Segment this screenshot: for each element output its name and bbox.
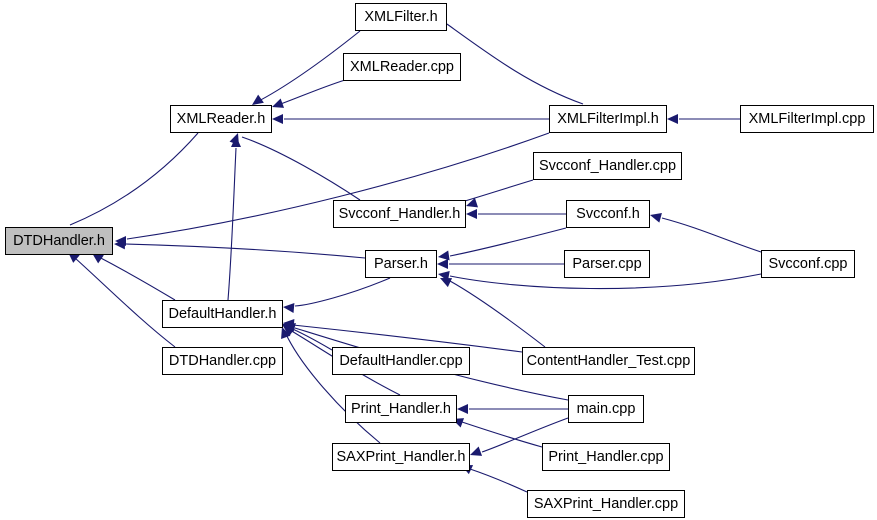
node-label: Print_Handler.h bbox=[351, 400, 451, 417]
node-main_cpp[interactable]: main.cpp bbox=[568, 395, 644, 423]
arrow-head bbox=[440, 278, 453, 288]
node-svcconf_h[interactable]: Svcconf.h bbox=[566, 200, 650, 228]
node-parser_h[interactable]: Parser.h bbox=[365, 250, 437, 278]
edge-main_cpp-to-print_handler_h bbox=[457, 404, 568, 414]
edge-svcconf_h-to-parser_h bbox=[438, 227, 567, 261]
edge-xmlfilterimpl_h-to-xmlreader_h bbox=[272, 114, 549, 124]
node-label: DTDHandler.h bbox=[13, 232, 105, 249]
node-label: XMLReader.cpp bbox=[350, 58, 454, 75]
edge-defaulthandler_h-to-dtdhandler_h bbox=[92, 253, 176, 301]
node-label: DefaultHandler.cpp bbox=[339, 352, 463, 369]
node-label: main.cpp bbox=[576, 400, 636, 417]
edge-saxprint_handler_h-to-defaulthandler_h bbox=[281, 327, 381, 444]
edge-xmlfilterimpl_h-to-dtdhandler_h bbox=[115, 132, 550, 246]
edge-xmlreader_cpp-to-xmlreader_h bbox=[272, 79, 346, 108]
node-dtdhandler_cpp[interactable]: DTDHandler.cpp bbox=[162, 347, 283, 375]
node-label: DTDHandler.cpp bbox=[168, 352, 277, 369]
arrow-head bbox=[231, 136, 241, 147]
node-label: SAXPrint_Handler.h bbox=[336, 448, 466, 465]
arrow-head bbox=[667, 114, 678, 124]
edge-defaulthandler_h-to-xmlreader_h bbox=[227, 136, 241, 301]
edge-defaulthandler_cpp-to-defaulthandler_h bbox=[281, 323, 333, 351]
node-label: Svcconf.h bbox=[576, 205, 640, 222]
arrow-head bbox=[466, 209, 477, 219]
node-label: XMLReader.h bbox=[176, 110, 266, 127]
node-saxprint_handler_h[interactable]: SAXPrint_Handler.h bbox=[332, 443, 470, 471]
arrow-head bbox=[438, 270, 450, 281]
node-label: Print_Handler.cpp bbox=[548, 448, 664, 465]
arrow-head bbox=[272, 114, 283, 124]
edge-parser_cpp-to-parser_h bbox=[437, 259, 564, 269]
edge-xmlreader_h-to-dtdhandler_h bbox=[66, 132, 199, 237]
node-label: Parser.cpp bbox=[572, 255, 642, 272]
node-label: Svcconf_Handler.h bbox=[338, 205, 461, 222]
node-xmlreader_cpp[interactable]: XMLReader.cpp bbox=[343, 53, 461, 81]
node-xmlreader_h[interactable]: XMLReader.h bbox=[170, 105, 272, 133]
node-parser_cpp[interactable]: Parser.cpp bbox=[564, 250, 650, 278]
node-print_handler_cpp[interactable]: Print_Handler.cpp bbox=[542, 443, 670, 471]
node-label: SAXPrint_Handler.cpp bbox=[533, 495, 679, 512]
node-dtdhandler_h[interactable]: DTDHandler.h bbox=[5, 227, 113, 255]
edge-xmlfilter_h-to-xmlfilterimpl_h bbox=[446, 23, 586, 116]
node-defaulthandler_cpp[interactable]: DefaultHandler.cpp bbox=[332, 347, 470, 375]
node-defaulthandler_h[interactable]: DefaultHandler.h bbox=[162, 300, 283, 328]
node-label: XMLFilterImpl.h bbox=[557, 110, 659, 127]
arrow-head bbox=[115, 236, 126, 246]
node-label: DefaultHandler.h bbox=[168, 305, 277, 322]
arrow-head bbox=[229, 133, 239, 146]
edge-svcconf_cpp-to-svcconf_h bbox=[650, 213, 762, 253]
arrow-head bbox=[650, 213, 662, 223]
node-label: Svcconf_Handler.cpp bbox=[538, 157, 677, 174]
node-label: Parser.h bbox=[374, 255, 428, 272]
node-label: Svcconf.cpp bbox=[768, 255, 848, 272]
arrow-head bbox=[283, 302, 295, 313]
edge-svcconf_handler_h-to-xmlreader_h bbox=[229, 133, 361, 201]
arrow-head bbox=[114, 239, 126, 250]
edge-parser_h-to-defaulthandler_h bbox=[283, 277, 391, 313]
arrow-head bbox=[284, 323, 296, 333]
node-svcconf_cpp[interactable]: Svcconf.cpp bbox=[761, 250, 855, 278]
node-label: XMLFilterImpl.cpp bbox=[748, 110, 866, 127]
node-contenthandler_test_cpp[interactable]: ContentHandler_Test.cpp bbox=[522, 347, 695, 375]
node-saxprint_handler_cpp[interactable]: SAXPrint_Handler.cpp bbox=[527, 490, 685, 518]
arrow-head bbox=[272, 98, 285, 108]
node-label: XMLFilter.h bbox=[364, 8, 438, 25]
arrow-head bbox=[457, 404, 468, 414]
arrow-head bbox=[466, 197, 479, 208]
arrow-head bbox=[438, 250, 450, 261]
arrow-head bbox=[283, 318, 295, 329]
node-label: ContentHandler_Test.cpp bbox=[526, 352, 691, 369]
edge-dtdhandler_cpp-to-dtdhandler_h bbox=[68, 252, 176, 348]
arrow-head bbox=[470, 446, 483, 456]
edge-svcconf_h-to-svcconf_handler_h bbox=[466, 209, 566, 219]
edge-xmlfilterimpl_cpp-to-xmlfilterimpl_h bbox=[667, 114, 740, 124]
node-print_handler_h[interactable]: Print_Handler.h bbox=[345, 395, 457, 423]
arrow-head bbox=[437, 259, 448, 269]
node-svcconf_handler_cpp[interactable]: Svcconf_Handler.cpp bbox=[533, 152, 682, 180]
edge-parser_h-to-dtdhandler_h bbox=[114, 239, 366, 259]
edge-contenthandler_test_cpp-to-parser_h bbox=[440, 278, 546, 348]
node-xmlfilter_h[interactable]: XMLFilter.h bbox=[355, 3, 447, 31]
node-xmlfilterimpl_h[interactable]: XMLFilterImpl.h bbox=[549, 105, 667, 133]
node-xmlfilterimpl_cpp[interactable]: XMLFilterImpl.cpp bbox=[740, 105, 874, 133]
node-svcconf_handler_h[interactable]: Svcconf_Handler.h bbox=[333, 200, 466, 228]
